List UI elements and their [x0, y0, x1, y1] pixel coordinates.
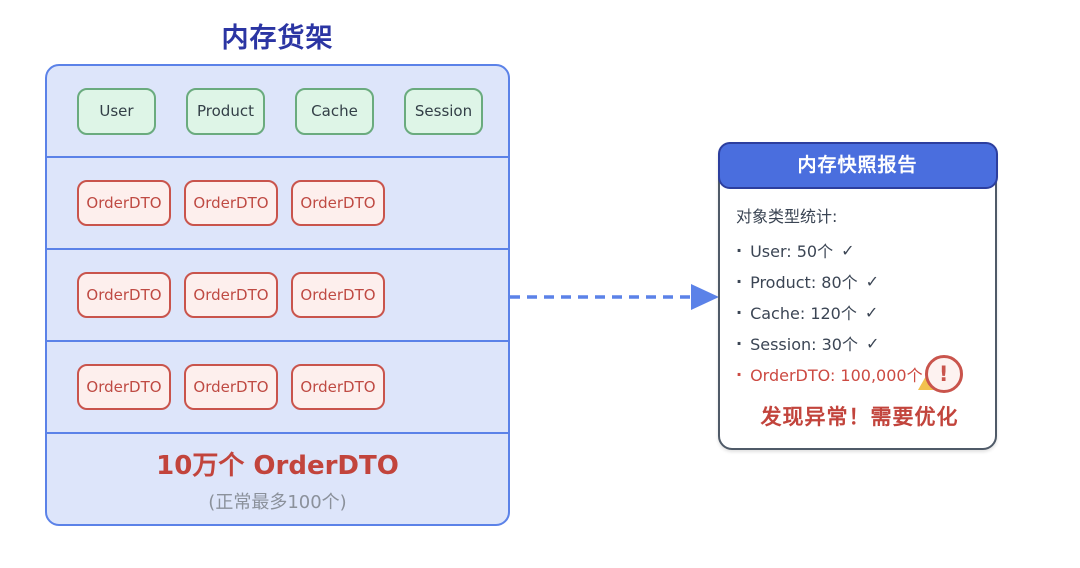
orderdto-box: OrderDTO — [77, 272, 171, 318]
type-box-cache: Cache — [295, 87, 374, 135]
shelf-row-types: User Product Cache Session — [47, 66, 508, 156]
stat-label: OrderDTO: 100,000个 — [750, 366, 923, 385]
stat-label: Product: 80个 — [750, 273, 858, 292]
warning-icon: ! — [917, 355, 963, 393]
type-box-user: User — [77, 87, 156, 135]
stat-item-session: · Session: 30个 ✓ — [736, 328, 983, 359]
shelf-row-orderdto: OrderDTO OrderDTO OrderDTO — [47, 340, 508, 432]
report-stats-list: · User: 50个 ✓ · Product: 80个 ✓ · Cache: 120个 ✓ · S… — [736, 235, 983, 393]
report-panel-title: 内存快照报告 — [717, 141, 998, 189]
stat-item-orderdto: · OrderDTO: 100,000个! — [736, 355, 983, 393]
flow-arrow-head — [691, 284, 719, 310]
orderdto-box: OrderDTO — [291, 364, 385, 410]
bullet-dot: · — [736, 240, 743, 260]
orderdto-box: OrderDTO — [184, 364, 278, 410]
bullet-dot: · — [736, 271, 743, 291]
orderdto-limit-label: (正常最多100个) — [208, 491, 347, 513]
bullet-dot: · — [736, 302, 743, 322]
stat-item-product: · Product: 80个 ✓ — [736, 266, 983, 297]
stat-label: Session: 30个 — [750, 335, 858, 354]
shelf-row-orderdto: OrderDTO OrderDTO OrderDTO — [47, 248, 508, 340]
orderdto-count-label: 10万个 OrderDTO — [156, 450, 399, 481]
stats-heading: 对象类型统计: — [736, 206, 838, 226]
stat-label: Cache: 120个 — [750, 304, 857, 323]
orderdto-box: OrderDTO — [77, 364, 171, 410]
type-box-product: Product — [186, 87, 265, 135]
stat-item-cache: · Cache: 120个 ✓ — [736, 297, 983, 328]
check-icon: ✓ — [865, 271, 880, 291]
orderdto-box: OrderDTO — [77, 180, 171, 226]
exclamation-circle-icon: ! — [924, 355, 963, 393]
report-footer-warning: 发现异常！需要优化 — [760, 404, 959, 429]
check-icon: ✓ — [865, 333, 880, 353]
stat-label: User: 50个 — [750, 242, 834, 261]
flow-arrow — [510, 284, 719, 310]
type-box-session: Session — [404, 87, 483, 135]
orderdto-box: OrderDTO — [291, 180, 385, 226]
shelf-row-orderdto: OrderDTO OrderDTO OrderDTO — [47, 156, 508, 248]
report-panel: 内存快照报告 对象类型统计: · User: 50个 ✓ · Product: 80个 ✓… — [717, 141, 998, 450]
check-icon: ✓ — [841, 240, 855, 260]
shelf-summary-section: 10万个 OrderDTO (正常最多100个) — [47, 432, 508, 524]
shelf-title: 内存货架 — [221, 23, 334, 54]
report-panel-body: 对象类型统计: · User: 50个 ✓ · Product: 80个 ✓ · Cache:… — [720, 189, 995, 431]
bullet-dot: · — [736, 333, 743, 353]
orderdto-box: OrderDTO — [184, 272, 278, 318]
check-icon: ✓ — [864, 302, 879, 322]
bullet-dot: · — [736, 364, 743, 384]
stat-item-user: · User: 50个 ✓ — [736, 235, 983, 266]
orderdto-box: OrderDTO — [291, 272, 385, 318]
orderdto-box: OrderDTO — [184, 180, 278, 226]
